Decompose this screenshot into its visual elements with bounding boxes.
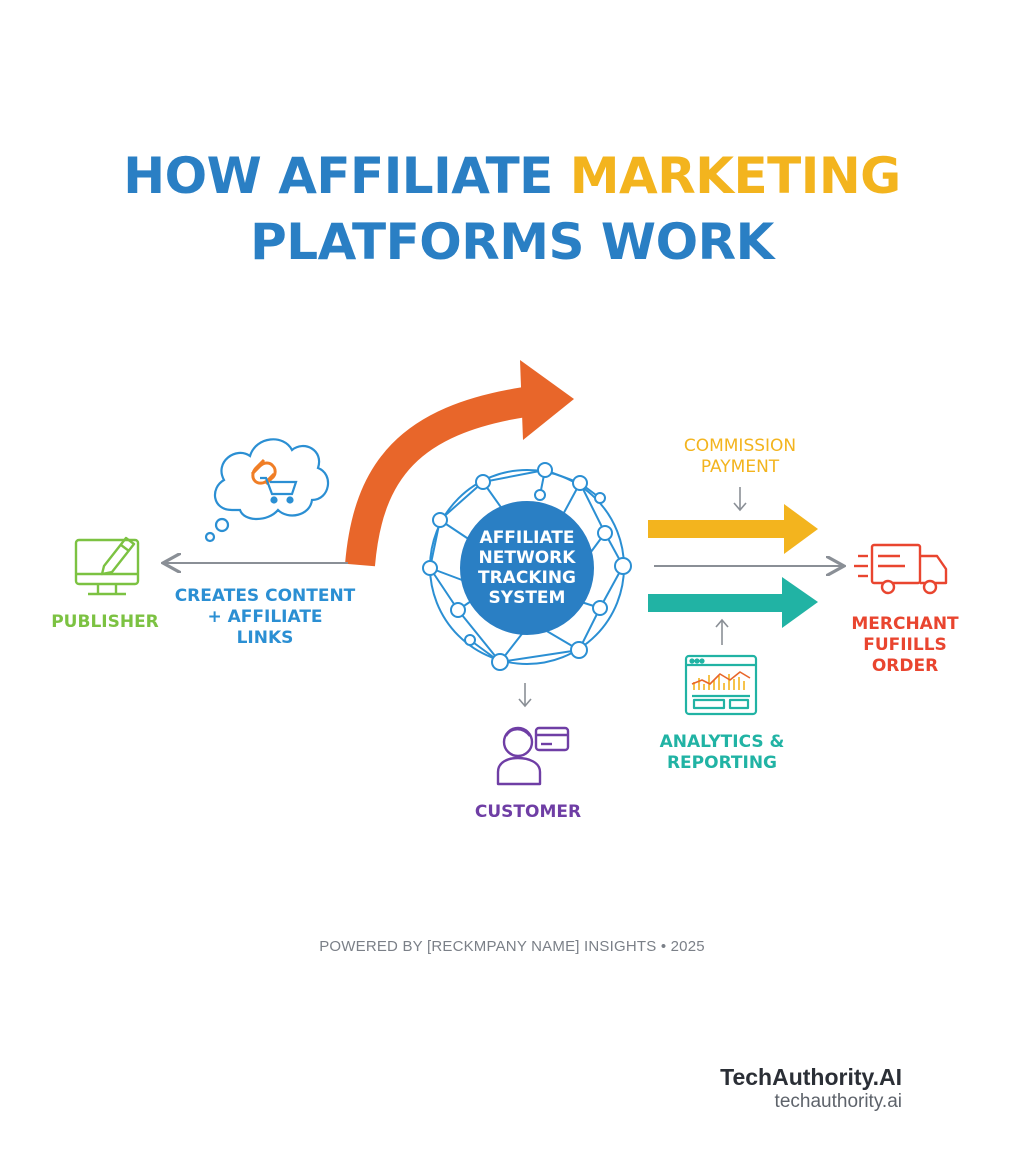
publisher-label: PUBLISHER	[51, 612, 159, 632]
brand-url: techauthority.ai	[774, 1091, 902, 1112]
computer-pencil-icon	[74, 536, 140, 596]
delivery-truck-icon	[854, 543, 948, 595]
customer-card-icon	[496, 726, 570, 786]
creates-content-label: CREATES CONTENT + AFFILIATE LINKS	[174, 586, 356, 648]
title-line-2: PLATFORMS WORK	[250, 213, 774, 271]
hub-label: AFFILIATE NETWORK TRACKING SYSTEM	[478, 528, 576, 608]
commission-arrow	[648, 504, 818, 554]
link-cart-thought-bubble-icon	[204, 438, 329, 543]
analytics-arrow	[648, 577, 818, 628]
powered-by-note: POWERED BY [RECKMPANY NAME] INSIGHTS • 2…	[319, 938, 705, 955]
title-part-1: HOW AFFILIATE	[123, 147, 570, 205]
orange-curved-arrow	[345, 360, 574, 567]
merchant-label: MERCHANT FUFIILLS ORDER	[851, 614, 959, 676]
title-part-2: MARKETING	[569, 147, 901, 205]
network-globe-icon	[422, 462, 632, 671]
analytics-label: ANALYTICS & REPORTING	[659, 732, 785, 773]
commission-label: COMMISSION PAYMENT	[683, 436, 797, 477]
analytics-up-arrow	[715, 618, 729, 645]
customer-down-arrow	[518, 683, 532, 708]
customer-label: CUSTOMER	[474, 802, 582, 822]
brand-name: TechAuthority.AI	[720, 1064, 902, 1090]
analytics-dashboard-icon	[684, 654, 758, 716]
commission-down-arrow	[733, 487, 747, 512]
title-line-1: HOW AFFILIATE MARKETING	[0, 148, 1024, 204]
